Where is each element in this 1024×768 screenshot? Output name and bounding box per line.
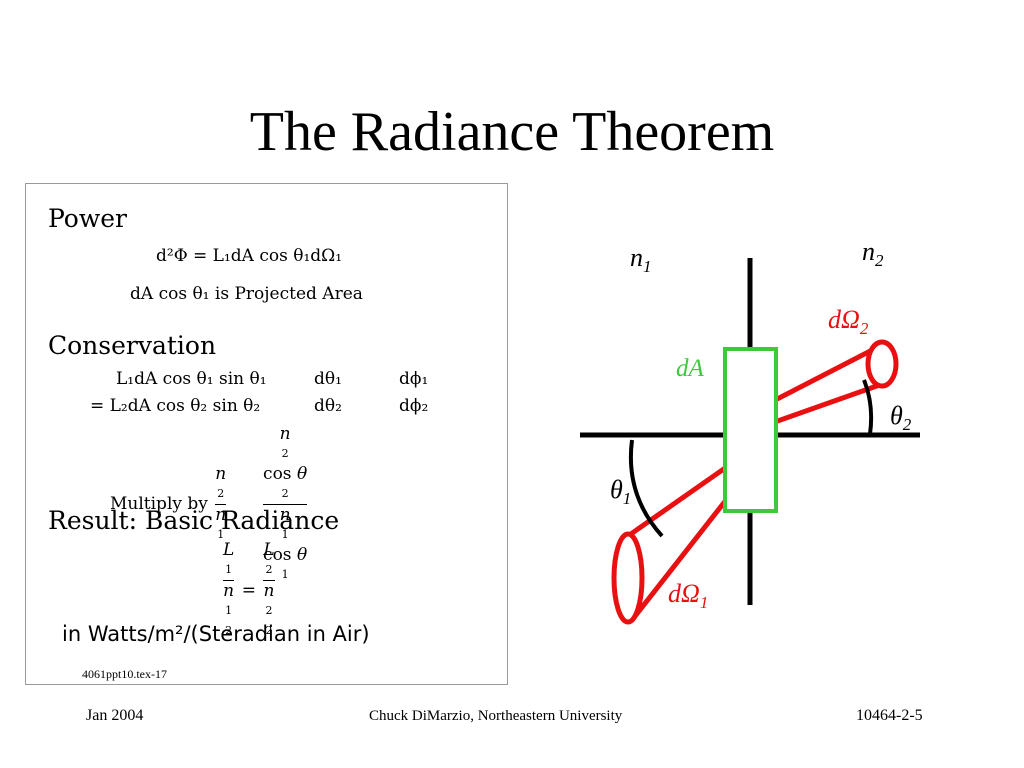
units-text: in Watts/m²/(Steradian in Air) <box>62 622 370 646</box>
cone2-ellipse <box>865 339 899 389</box>
footer-date: Jan 2004 <box>86 707 144 724</box>
power-equation: d²Φ = L₁dA cos θ₁dΩ₁ <box>156 246 343 266</box>
dOmega2-label: dΩ2 <box>828 305 869 338</box>
dOmega1-label: dΩ1 <box>668 579 708 612</box>
footer-slide-number: 10464-2-5 <box>856 707 923 724</box>
n2-label: n2 <box>862 237 884 270</box>
projected-area-text: dA cos θ₁ is Projected Area <box>130 284 363 304</box>
power-heading: Power <box>48 204 128 233</box>
conservation-heading: Conservation <box>48 331 217 360</box>
theta1-arc <box>628 439 664 538</box>
slide-title: The Radiance Theorem <box>249 101 775 163</box>
n1-label: n1 <box>630 243 652 276</box>
conservation-row1-dtheta: dθ₁ <box>314 369 342 389</box>
conservation-row1-dphi: dϕ₁ <box>399 369 429 389</box>
conservation-row1-lhs: L₁dA cos θ₁ sin θ₁ <box>116 369 267 389</box>
equation-panel: Power d²Φ = L₁dA cos θ₁dΩ₁ dA cos θ₁ is … <box>25 183 508 685</box>
footer-author: Chuck DiMarzio, Northeastern University <box>369 708 623 724</box>
multiply-by-text: Multiply by <box>110 494 208 514</box>
theta1-label: θ1 <box>610 475 631 508</box>
conservation-row2-lhs: = L₂dA cos θ₂ sin θ₂ <box>90 396 261 416</box>
cone1-ellipse <box>611 531 645 625</box>
theta2-label: θ2 <box>890 401 912 434</box>
area-element-box <box>723 347 778 513</box>
conservation-row2-dphi: dϕ₂ <box>399 396 429 416</box>
result-heading: Result: Basic Radiance <box>48 506 340 535</box>
conservation-row2-dtheta: dθ₂ <box>314 396 342 416</box>
theta2-arc <box>862 379 874 435</box>
dA-label: dA <box>676 355 705 382</box>
file-reference: 4061ppt10.tex-17 <box>82 667 167 681</box>
